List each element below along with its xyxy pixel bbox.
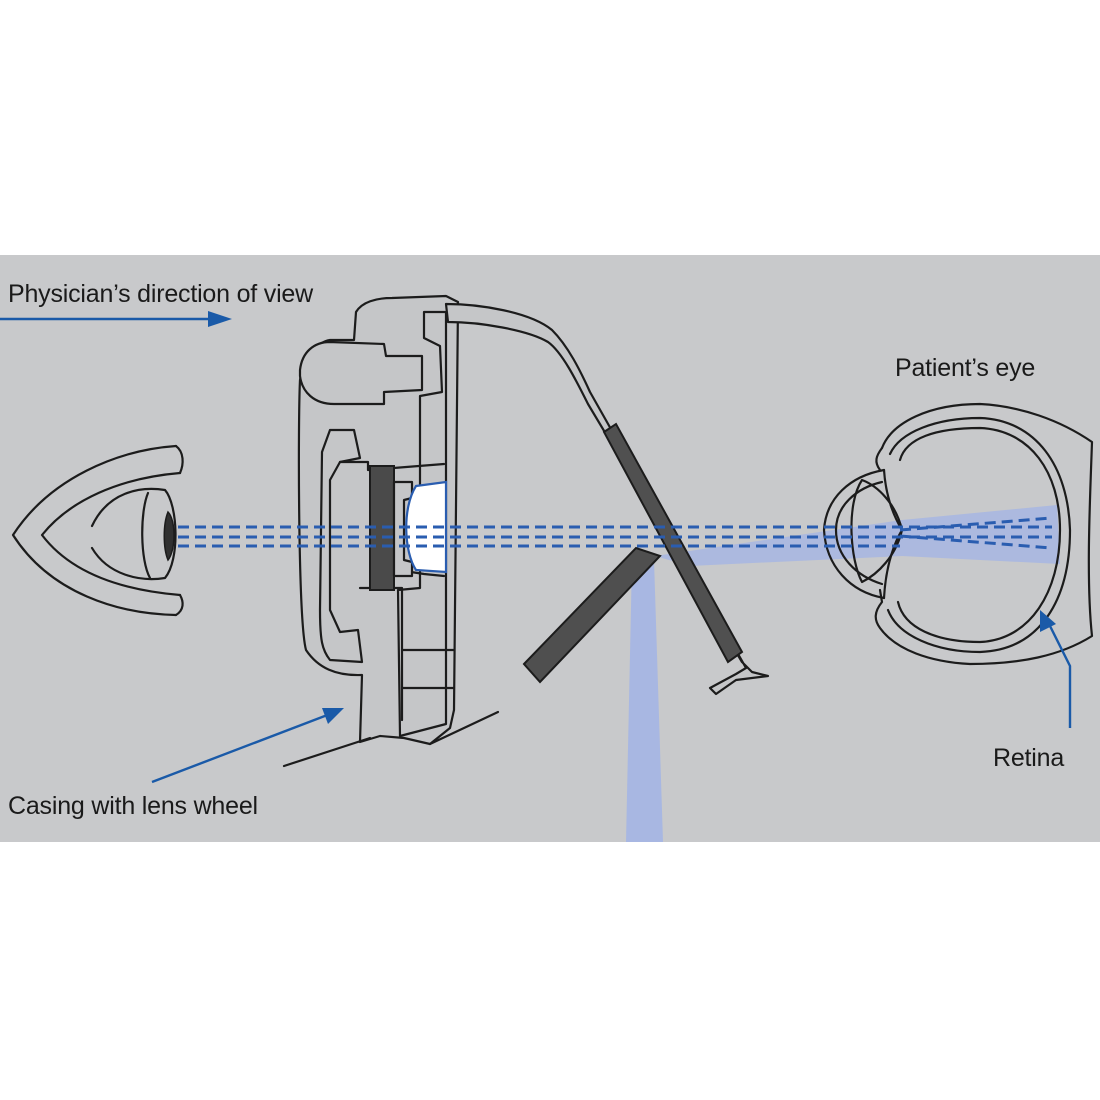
light-beam [626, 505, 1060, 842]
lens-holder [392, 480, 414, 578]
casing-base [282, 736, 372, 768]
ophthalmoscope-head [444, 302, 770, 696]
casing-divider-4 [338, 460, 446, 472]
casing-arrow-line [151, 712, 331, 784]
casing-inner-recess [318, 428, 364, 664]
patient-anterior-inner [834, 480, 884, 586]
physician-eyelid-inner [40, 471, 182, 597]
casing-upper-lug [298, 340, 424, 406]
ray-5 [899, 534, 1053, 550]
label-patient-eye: Patient’s eye [895, 354, 1035, 382]
physician-eye [11, 444, 184, 617]
label-retina: Retina [993, 744, 1064, 772]
mirror [602, 422, 744, 664]
reflector [522, 546, 662, 684]
physician-eyelid-outer [11, 444, 178, 617]
physician-cornea [141, 491, 152, 580]
retina-arrow-line [1046, 621, 1072, 728]
casing-arrowhead [322, 708, 344, 724]
physician-pupil [163, 510, 175, 562]
label-casing: Casing with lens wheel [8, 792, 258, 820]
light-rays [178, 516, 1053, 550]
patient-eye-wall [896, 426, 1062, 644]
patient-eye-outer [874, 402, 1094, 666]
casing-with-lens-wheel [282, 294, 500, 768]
retina-arrowhead [1040, 610, 1056, 632]
annotation-arrows [0, 311, 1072, 784]
view-direction-arrowhead [208, 311, 232, 327]
illumination-beam-vertical [626, 560, 663, 842]
label-view-direction: Physician’s direction of view [8, 280, 314, 308]
physician-lid-cut-bottom [174, 593, 184, 617]
head-arm [444, 302, 770, 696]
patient-cornea-top [875, 446, 884, 472]
physician-lid-cut-top [174, 444, 184, 475]
patient-lens [850, 478, 904, 584]
ray-4 [899, 516, 1053, 532]
patient-anterior [822, 468, 886, 600]
casing-base-right [428, 710, 500, 746]
physician-eyeball [90, 487, 177, 581]
illumination-beam-horizontal [655, 505, 1060, 566]
patient-eye-inner [886, 416, 1072, 654]
